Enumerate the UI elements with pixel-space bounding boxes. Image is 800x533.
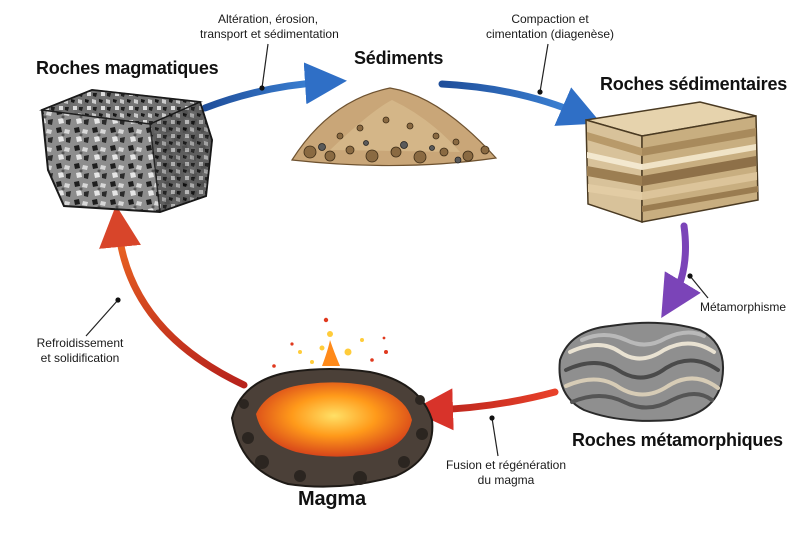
node-title-sediments: Sédiments — [354, 48, 444, 68]
process-label-fusion-line1: Fusion et régénération — [445, 458, 567, 472]
node-title-magma: Magma — [298, 488, 366, 510]
leader-compaction — [537, 43, 549, 95]
process-label-weathering: Altération, érosion, transport et sédime… — [200, 12, 339, 42]
magmatic-rock-illustration — [39, 88, 214, 214]
leader-cooling — [85, 297, 121, 337]
process-label-weathering-line2: transport et sédimentation — [200, 27, 339, 41]
sediments-illustration — [290, 87, 498, 167]
arrow-weathering — [201, 62, 347, 112]
process-label-fusion: Fusion et régénération du magma — [440, 458, 572, 488]
process-label-cooling-line1: Refroidissement — [36, 336, 124, 350]
node-title-sedimentary: Roches sédimentaires — [600, 74, 788, 94]
node-title-metamorphic: Roches métamorphiques — [572, 430, 783, 450]
magma-illustration — [230, 317, 434, 488]
node-title-magmatic: Roches magmatiques — [36, 58, 219, 78]
leader-fusion — [489, 415, 499, 457]
metamorphic-rock-illustration — [558, 321, 724, 422]
arrow-metamorphism — [661, 222, 701, 319]
process-label-cooling-line2: et solidification — [40, 351, 120, 365]
process-label-metamorphism: Métamorphisme — [700, 300, 787, 315]
arrow-cooling — [99, 205, 248, 389]
process-label-metamorphism-line1: Métamorphisme — [700, 300, 787, 314]
process-label-weathering-line1: Altération, érosion, — [217, 12, 319, 26]
arrow-compaction — [438, 80, 602, 126]
process-label-compaction-line1: Compaction et — [511, 12, 589, 26]
leader-metamorphism — [687, 273, 709, 299]
leader-weathering — [259, 43, 269, 91]
sedimentary-rock-illustration — [585, 101, 759, 224]
process-label-fusion-line2: du magma — [477, 473, 535, 487]
process-label-compaction-line2: cimentation (diagenèse) — [485, 27, 615, 41]
process-label-compaction: Compaction et cimentation (diagenèse) — [480, 12, 620, 42]
process-label-cooling: Refroidissement et solidification — [28, 336, 132, 366]
arrow-fusion — [411, 388, 559, 431]
